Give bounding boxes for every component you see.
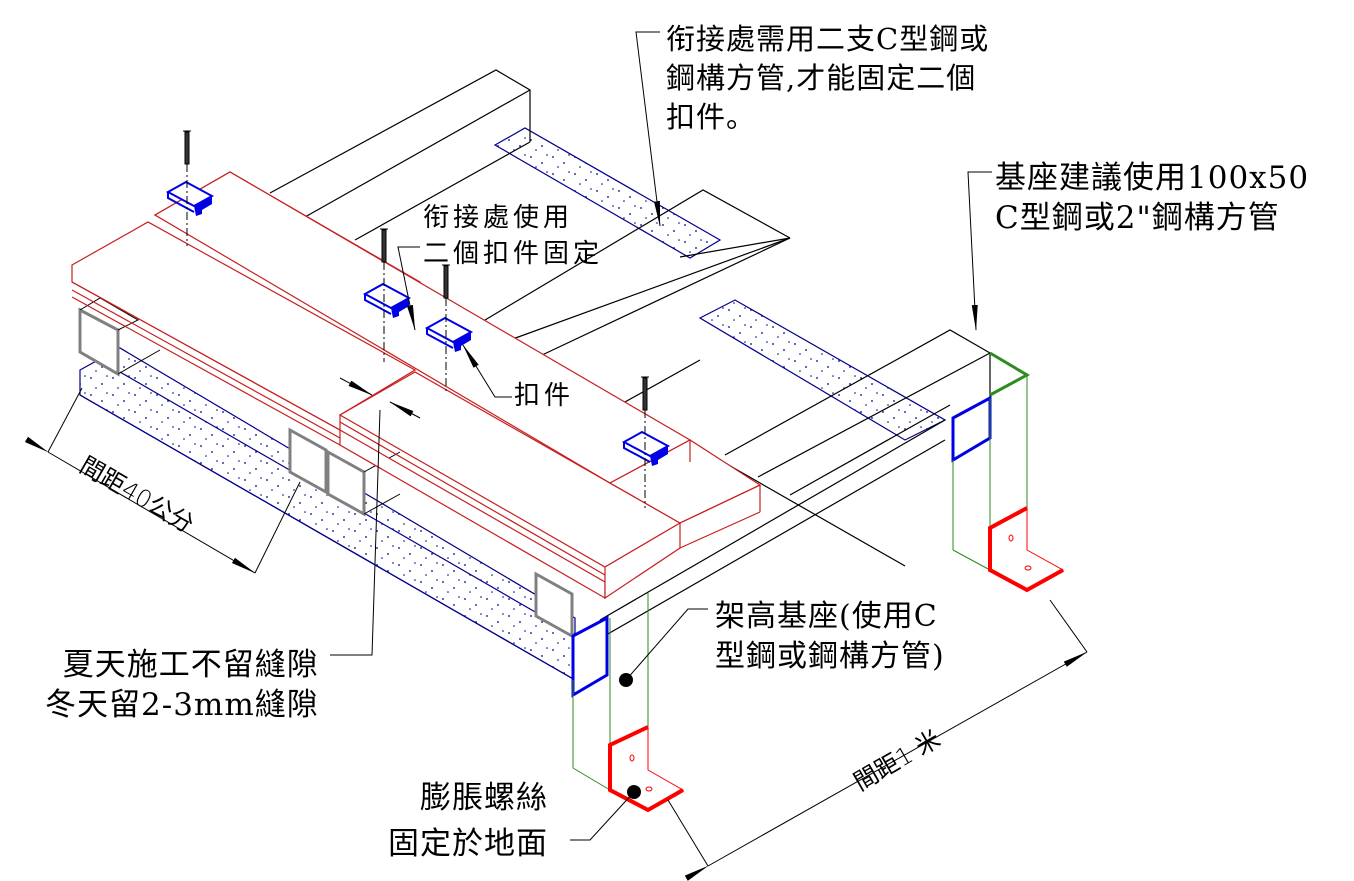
- joint-two-clips-note: 衔接處使用 二個扣件固定: [423, 200, 603, 272]
- gap-note-line-1: 夏天施工不留縫隙: [62, 647, 319, 683]
- gap-arrows: [339, 377, 421, 419]
- clip-4: [621, 430, 671, 466]
- anchor-bolt-line-1: 膨脹螺絲: [420, 780, 548, 816]
- base-recommend-line-1: 基座建議使用100x50: [995, 160, 1310, 196]
- raised-base-line-2: 型鋼或鋼構方管): [715, 639, 945, 674]
- clip-3: [424, 316, 474, 352]
- gap-note-line-2: 冬天留2-3mm縫隙: [45, 687, 319, 723]
- clip-label: 扣件: [514, 381, 575, 411]
- clip-1: [165, 180, 215, 216]
- dimension-joist-spacing: [24, 387, 301, 574]
- joint-c-steel-note: 衔接處需用二支C型鋼或 鋼構方管,才能固定二個 扣件。: [666, 20, 989, 137]
- steel-tube-edges: [79, 297, 401, 515]
- joint-c-steel-line-1: 衔接處需用二支C型鋼或: [666, 22, 990, 56]
- deck-boards: [71, 171, 762, 600]
- base-recommend-note: 基座建議使用100x50 C型鋼或2"鋼構方管: [995, 158, 1309, 238]
- screw-3: [442, 264, 450, 392]
- screw-4: [641, 376, 649, 508]
- screw-2: [380, 228, 388, 362]
- joint-c-steel-line-2: 鋼構方管,才能固定二個: [666, 61, 977, 95]
- leader-lines: [330, 31, 992, 841]
- joint-two-clips-line-2: 二個扣件固定: [423, 239, 604, 269]
- screws: [183, 130, 649, 508]
- screw-1: [183, 130, 191, 246]
- clip-fasteners: [165, 180, 671, 466]
- clip-2: [362, 282, 412, 318]
- anchor-bolt-line-2: 固定於地面: [388, 826, 548, 862]
- joint-two-clips-line-1: 衔接處使用: [423, 203, 574, 233]
- raised-base-note: 架高基座(使用C 型鋼或鋼構方管): [715, 597, 945, 677]
- joint-c-steel-line-3: 扣件。: [666, 100, 757, 134]
- support-post-front: [571, 593, 685, 813]
- dimension-post-spacing: [667, 599, 1088, 881]
- anchor-bolt-note: 膨脹螺絲 固定於地面: [388, 775, 548, 867]
- raised-base-line-1: 架高基座(使用C: [715, 599, 938, 634]
- foundation-strip-far: [493, 127, 947, 441]
- gap-note: 夏天施工不留縫隙 冬天留2-3mm縫隙: [45, 645, 319, 725]
- base-recommend-line-2: C型鋼或2"鋼構方管: [995, 200, 1280, 236]
- support-post-rear: [951, 351, 1065, 593]
